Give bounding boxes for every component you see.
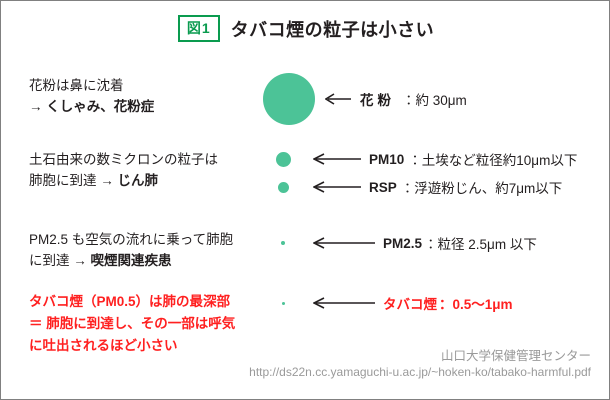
description-pm25-line2-bold: 喫煙関連疾患 [90, 253, 172, 268]
description-pollen-line1: 花粉は鼻に沈着 [29, 78, 124, 93]
figure-number-badge: 図1 [177, 15, 220, 42]
particle-dot-cell-pm10 [253, 151, 313, 167]
source-organization: 山口大学保健管理センター [440, 349, 591, 363]
source-url: http://ds22n.cc.yamaguchi-u.ac.jp/~hoken… [249, 365, 591, 379]
particle-value-smoke: ：0.5〜1μm [439, 297, 513, 312]
rsp-particle-circle [277, 181, 289, 193]
figure-title-row: 図1 タバコ煙の粒子は小さい [1, 15, 609, 42]
description-pollen-line2: → くしゃみ、花粉症 [29, 99, 155, 114]
description-dust-line2-bold: じん肺 [117, 173, 159, 188]
description-pm25-line2: に到達 → 喫煙関連疾患 [29, 250, 233, 271]
description-pollen: 花粉は鼻に沈着 → くしゃみ、花粉症 [29, 75, 154, 117]
description-smoke-line3: に吐出されるほど小さい [29, 338, 178, 353]
description-dust-line2: 肺胞に到達 → じん肺 [29, 170, 218, 191]
description-pm25: PM2.5 も空気の流れに乗って肺胞 に到達 → 喫煙関連疾患 [29, 229, 233, 271]
particle-value-rsp: ：浮遊粉じん、約7μm以下 [400, 181, 563, 196]
particle-dot-cell-pm25 [253, 241, 313, 245]
pollen-particle-circle [263, 73, 315, 125]
particle-value-pm10: ：土埃など粒径約10μm以下 [408, 153, 578, 168]
particle-row-tobacco-smoke: タバコ煙 ：0.5〜1μm [253, 293, 513, 313]
description-pm25-line2-plain: に到達 → [29, 253, 91, 268]
particle-label-pm25: PM2.5 [383, 235, 423, 251]
particle-dot-cell-rsp [253, 181, 313, 193]
particle-value-pollen: ：約 30μm [402, 93, 467, 108]
particle-row-pm25: PM2.5 ：粒径 2.5μm 以下 [253, 233, 537, 253]
arrow-left-icon-pm25 [313, 237, 375, 249]
arrow-left-icon-rsp [313, 181, 361, 193]
particle-row-rsp: RSP ：浮遊粉じん、約7μm以下 [253, 177, 562, 197]
description-pm25-line1: PM2.5 も空気の流れに乗って肺胞 [29, 232, 234, 247]
pm10-particle-circle [275, 151, 291, 167]
particle-label-smoke: タバコ煙 [383, 297, 437, 312]
particle-label-rsp: RSP [369, 179, 397, 195]
particle-dot-cell-smoke [253, 301, 313, 305]
description-smoke-line1: タバコ煙（PM0.5）は肺の最深部 [29, 294, 231, 309]
particle-value-pm25: ：粒径 2.5μm 以下 [424, 237, 537, 252]
particle-label-pollen: 花粉 [360, 93, 395, 108]
pm25-particle-circle [281, 241, 285, 245]
page-title: タバコ煙の粒子は小さい [230, 19, 435, 40]
arrow-left-icon-pm10 [313, 153, 361, 165]
particle-dot-cell-pollen [253, 73, 325, 125]
particle-row-pm10: PM10 ：土埃など粒径約10μm以下 [253, 149, 577, 169]
description-dust-line2-plain: 肺胞に到達 → [29, 173, 118, 188]
description-dust-line1: 土石由来の数ミクロンの粒子は [29, 152, 218, 167]
description-dust: 土石由来の数ミクロンの粒子は 肺胞に到達 → じん肺 [29, 149, 218, 191]
description-smoke-line2: ＝ 肺胞に到達し、その一部は呼気 [29, 316, 236, 331]
description-tobacco-smoke: タバコ煙（PM0.5）は肺の最深部 ＝ 肺胞に到達し、その一部は呼気 に吐出され… [29, 291, 235, 357]
particle-label-pm10: PM10 [369, 151, 405, 167]
tobacco-smoke-particle-circle [281, 301, 285, 305]
particle-row-pollen: 花粉 ：約 30μm [253, 73, 467, 125]
arrow-left-icon-smoke [313, 297, 375, 309]
arrow-left-icon-pollen [325, 93, 351, 105]
